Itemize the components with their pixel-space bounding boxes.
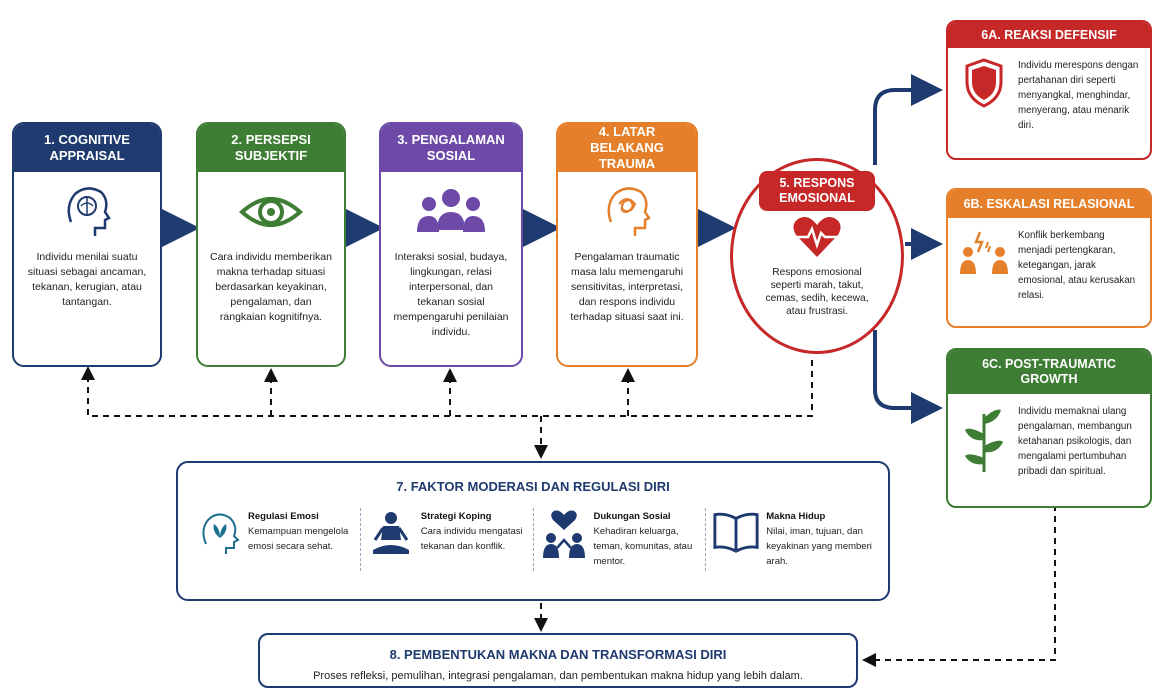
final-title: 8. PEMBENTUKAN MAKNA DAN TRANSFORMASI DI… — [389, 647, 727, 662]
moderation-item-text: Kehadiran keluarga, teman, komunitas, at… — [593, 526, 693, 567]
moderation-factors-panel: 7. FAKTOR MODERASI DAN REGULASI DIRI Reg… — [176, 461, 890, 601]
moderation-item-name: Makna Hidup — [766, 511, 826, 522]
moderation-item-dukungan-sosial: Dukungan Sosial Kehadiran keluarga, tema… — [534, 508, 707, 571]
step-text: Cara individu memberikan makna terhadap … — [210, 251, 332, 323]
moderation-item-strategi-koping: Strategi Koping Cara individu mengatasi … — [361, 508, 534, 571]
open-book-icon — [712, 510, 760, 554]
conflict-people-icon — [958, 228, 1010, 278]
final-text: Proses refleksi, pemulihan, integrasi pe… — [313, 670, 803, 682]
arrow-5-6a — [873, 74, 943, 165]
feedback-line — [81, 360, 813, 417]
moderation-item-name: Dukungan Sosial — [593, 511, 671, 522]
plant-growth-icon — [958, 404, 1010, 474]
outcome-eskalasi-relasional: 6B. ESKALASI RELASIONAL Konflik berkemba… — [946, 188, 1152, 328]
outcome-text: Konflik berkembang menjadi pertengkaran,… — [1018, 230, 1136, 301]
step-text: Pengalaman traumatic masa lalu memengaru… — [570, 251, 684, 323]
moderation-item-text: Nilai, iman, tujuan, dan keyakinan yang … — [766, 526, 872, 567]
moderation-item-regulasi-emosi: Regulasi Emosi Kemampuan mengelola emosi… — [188, 508, 361, 571]
shield-icon — [958, 58, 1010, 108]
emotion-title: 5. RESPONS EMOSIONAL — [759, 171, 875, 211]
step-title: 2. PERSEPSI SUBJEKTIF — [198, 124, 344, 172]
moderation-item-name: Strategi Koping — [420, 511, 492, 522]
outcome-title: 6B. ESKALASI RELASIONAL — [948, 190, 1150, 218]
step-persepsi-subjektif: 2. PERSEPSI SUBJEKTIF Cara individu memb… — [196, 122, 346, 367]
outcome-text: Individu memaknai ulang pengalaman, memb… — [1018, 406, 1132, 477]
outcome-title: 6C. POST-TRAUMATIC GROWTH — [948, 350, 1150, 394]
step-text: Interaksi sosial, budaya, lingkungan, re… — [393, 251, 509, 338]
moderation-item-makna-hidup: Makna Hidup Nilai, iman, tujuan, dan key… — [706, 508, 878, 571]
emotion-text: Respons emosional seperti marah, takut, … — [765, 267, 869, 317]
outcome-reaksi-defensif: 6A. REAKSI DEFENSIF Individu merespons d… — [946, 20, 1152, 160]
heart-pulse-icon — [733, 215, 901, 264]
step-pengalaman-sosial: 3. PENGALAMAN SOSIAL Interaksi sosial, b… — [379, 122, 523, 367]
moderation-item-text: Cara individu mengatasi tekanan dan konf… — [420, 526, 523, 552]
step-cognitive-appraisal: 1. COGNITIVE APPRAISAL Individu menilai … — [12, 122, 162, 367]
people-group-icon — [381, 182, 521, 242]
outcome-title: 6A. REAKSI DEFENSIF — [948, 22, 1150, 48]
brain-head-icon — [14, 182, 160, 242]
support-heart-icon — [540, 510, 588, 560]
step-title: 3. PENGALAMAN SOSIAL — [381, 124, 521, 172]
moderation-item-text: Kemampuan mengelola emosi secara sehat. — [248, 526, 349, 552]
step-title: 1. COGNITIVE APPRAISAL — [14, 124, 160, 172]
outcome-text: Individu merespons dengan pertahanan dir… — [1018, 60, 1139, 131]
step-title: 4. LATAR BELAKANG TRAUMA — [558, 124, 696, 172]
emotional-response-circle: 5. RESPONS EMOSIONAL Respons emosional s… — [730, 158, 904, 354]
lotus-head-icon — [194, 510, 242, 556]
step-latar-belakang-trauma: 4. LATAR BELAKANG TRAUMA Pengalaman trau… — [556, 122, 698, 367]
eye-icon — [198, 182, 344, 242]
step-text: Individu menilai suatu situasi sebagai a… — [27, 251, 147, 308]
meaning-transformation-box: 8. PEMBENTUKAN MAKNA DAN TRANSFORMASI DI… — [258, 633, 858, 688]
outcome-post-traumatic-growth: 6C. POST-TRAUMATIC GROWTH Individu memak… — [946, 348, 1152, 508]
meditation-icon — [367, 510, 415, 556]
arrow-5-6c — [873, 330, 943, 424]
moderation-title: 7. FAKTOR MODERASI DAN REGULASI DIRI — [396, 479, 670, 494]
moderation-item-name: Regulasi Emosi — [248, 511, 319, 522]
tangled-head-icon — [558, 182, 696, 242]
